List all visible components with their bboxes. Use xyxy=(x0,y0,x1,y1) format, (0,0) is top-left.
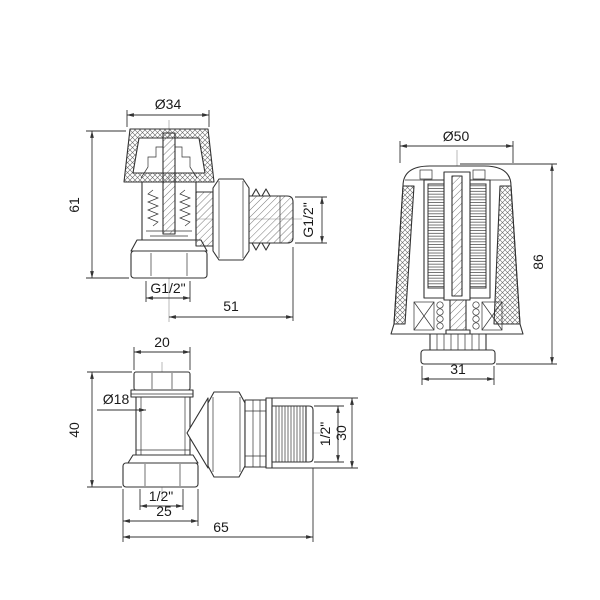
dim-label-cap-diameter: Ø34 xyxy=(155,96,182,112)
head-lower-mechanism xyxy=(413,299,503,337)
dim-label-union-od: 30 xyxy=(333,425,349,441)
valve-outlet-connector xyxy=(195,191,214,247)
dim-label-valve2-side-thread: 1/2" xyxy=(317,422,333,446)
valve-spring-right xyxy=(179,189,191,227)
drawing-angle-valve: 20 Ø18 40 1/2" 25 65 xyxy=(66,334,358,542)
drawing-thermostatic-head: Ø50 86 31 xyxy=(390,128,557,385)
valve-bottom-nut xyxy=(130,250,208,279)
angle-valve-washer xyxy=(130,389,194,398)
dim-label-valve-length: 51 xyxy=(223,298,239,314)
head-geometry xyxy=(390,165,524,365)
dim-label-valve2-bottom-thread: 1/2" xyxy=(149,488,173,504)
dim-label-bottom-thread: G1/2" xyxy=(150,280,185,296)
dim-label-nut-width: 25 xyxy=(156,503,172,519)
angle-valve-cap xyxy=(133,371,191,391)
angle-valve-thread-end xyxy=(305,405,314,463)
angle-valve-male-thread xyxy=(271,405,307,463)
angle-valve-geometry xyxy=(122,371,314,488)
angle-valve-flange xyxy=(265,397,273,469)
head-connection-flange xyxy=(420,349,496,365)
dim-label-cap-width: 20 xyxy=(154,334,170,350)
angle-valve-union-nut xyxy=(207,391,246,478)
angle-valve-union-body xyxy=(244,399,267,468)
dim-label-valve2-height: 40 xyxy=(66,422,82,438)
head-bellows-right xyxy=(469,183,487,289)
head-spindle xyxy=(451,175,463,297)
head-shell-wall-right xyxy=(493,185,521,325)
head-shell-wall-left xyxy=(393,185,415,325)
angle-valve-bottom-nut xyxy=(122,462,199,488)
dim-label-side-thread: G1/2" xyxy=(300,202,316,237)
dim-label-valve-height: 61 xyxy=(66,197,82,213)
dim-label-valve2-length: 65 xyxy=(213,519,229,535)
angle-valve-dimensions: 20 Ø18 40 1/2" 25 65 xyxy=(66,334,358,542)
drawing-thermostatic-valve-body: Ø34 61 G1/2" 51 G1/2" xyxy=(66,96,327,322)
valve-spring-left xyxy=(147,189,159,227)
dim-label-head-height: 86 xyxy=(530,254,546,270)
valve-spindle xyxy=(162,132,176,235)
dim-label-head-diameter: Ø50 xyxy=(443,128,470,144)
valve-body-dimensions: Ø34 61 G1/2" 51 G1/2" xyxy=(66,96,327,321)
dim-label-head-connection: 31 xyxy=(450,361,466,377)
tailpiece-thread-marks xyxy=(251,188,271,251)
head-dimensions: Ø50 86 31 xyxy=(399,128,557,385)
valve-body-geometry xyxy=(123,128,294,279)
dim-label-body-diameter: Ø18 xyxy=(103,391,130,407)
valve-union-nut xyxy=(212,178,250,261)
angle-valve-body xyxy=(135,396,191,456)
head-bellows-left xyxy=(427,183,445,289)
